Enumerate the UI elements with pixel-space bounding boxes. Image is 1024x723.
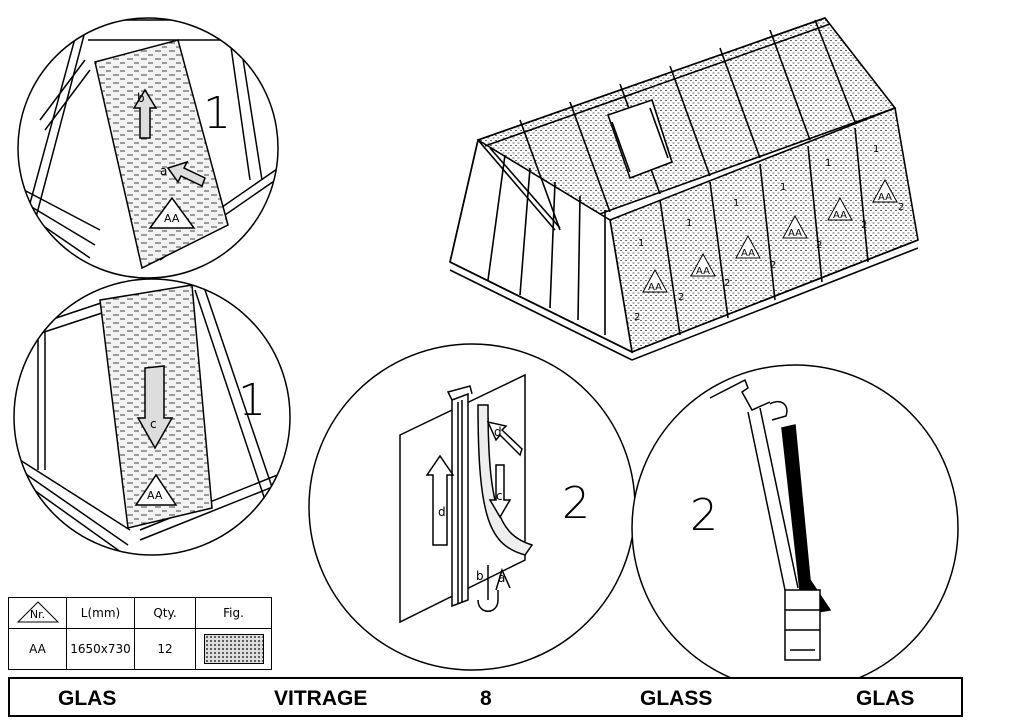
header-length: L(mm) [66,597,135,629]
panel-mark-one: 1 [825,158,831,169]
panel-mark-two: 2 [724,278,730,289]
step-number-clip: 2 [562,478,590,529]
panel-mark-two: 2 [861,220,867,231]
panel-mark-one: 1 [733,198,739,209]
panel-mark-two: 2 [678,292,684,303]
footer-bar: GLAS VITRAGE 8 GLASS GLAS [8,677,963,717]
panel-mark-one: 1 [686,218,692,229]
panel-mark-two: 2 [898,202,904,213]
step-number-top: 1 [203,88,231,139]
panel-code: AA [696,266,710,277]
panel-mark-two: 2 [816,240,822,251]
arrow-label-a: a [160,164,167,178]
panel-code: AA [878,192,892,203]
arrow-label-c: c [150,417,157,431]
panel-code: AA [648,282,662,293]
header-nr: Nr. [8,597,67,629]
glass-pattern-swatch [203,634,264,664]
arrow-label-d: d [494,425,502,439]
footer-label-1: GLAS [58,687,117,710]
detail-circle-middle [13,278,291,556]
panel-mark-two: 2 [770,260,776,271]
detail-circle-clip [308,343,636,671]
footer-label-2: VITRAGE [274,687,368,710]
panel-mark-one: 1 [780,182,786,193]
parts-table: Nr. L(mm) Qty. Fig. AA 1650x730 12 [8,597,272,670]
greenhouse-illustration [449,17,919,361]
panel-mark-one: 1 [638,238,644,249]
footer-label-3: GLASS [640,687,713,710]
header-nr-label: Nr. [29,607,46,621]
arrow-label-b: b [476,569,484,583]
arrow-label-a: a [498,571,505,585]
arrow-label-d: d [438,505,446,519]
panel-code: AA [833,210,847,221]
arrow-label-c: c [496,489,503,503]
panel-code: AA [788,228,802,239]
panel-code: AA [147,489,163,502]
panel-code: AA [164,212,180,225]
parts-table-header: Nr. L(mm) Qty. Fig. [8,597,272,629]
cell-fig [195,628,272,670]
panel-mark-one: 1 [873,144,879,155]
step-number-profile: 2 [690,490,718,541]
cell-length: 1650x730 [66,628,135,670]
cell-qty: 12 [134,628,196,670]
footer-label-4: GLAS [856,687,915,710]
header-qty: Qty. [134,597,196,629]
table-row: AA 1650x730 12 [8,628,272,670]
step-number-middle: 1 [238,375,266,426]
cell-nr: AA [8,628,67,670]
panel-mark-group: AA 1 2 [638,238,684,303]
header-fig: Fig. [195,597,272,629]
detail-circle-top [17,17,279,279]
footer-page-number: 8 [480,687,492,710]
detail-circle-profile [631,364,959,677]
assembly-diagram: AA 1 2 AA 1 2 AA 1 2 AA 1 2 AA 1 2 [13,17,959,677]
greenhouse-panel-marks: AA 1 2 AA 1 2 AA 1 2 AA 1 2 AA 1 2 [634,144,904,323]
panel-code: AA [741,248,755,259]
panel-mark-two: 2 [634,312,640,323]
arrow-label-b: b [137,91,145,105]
